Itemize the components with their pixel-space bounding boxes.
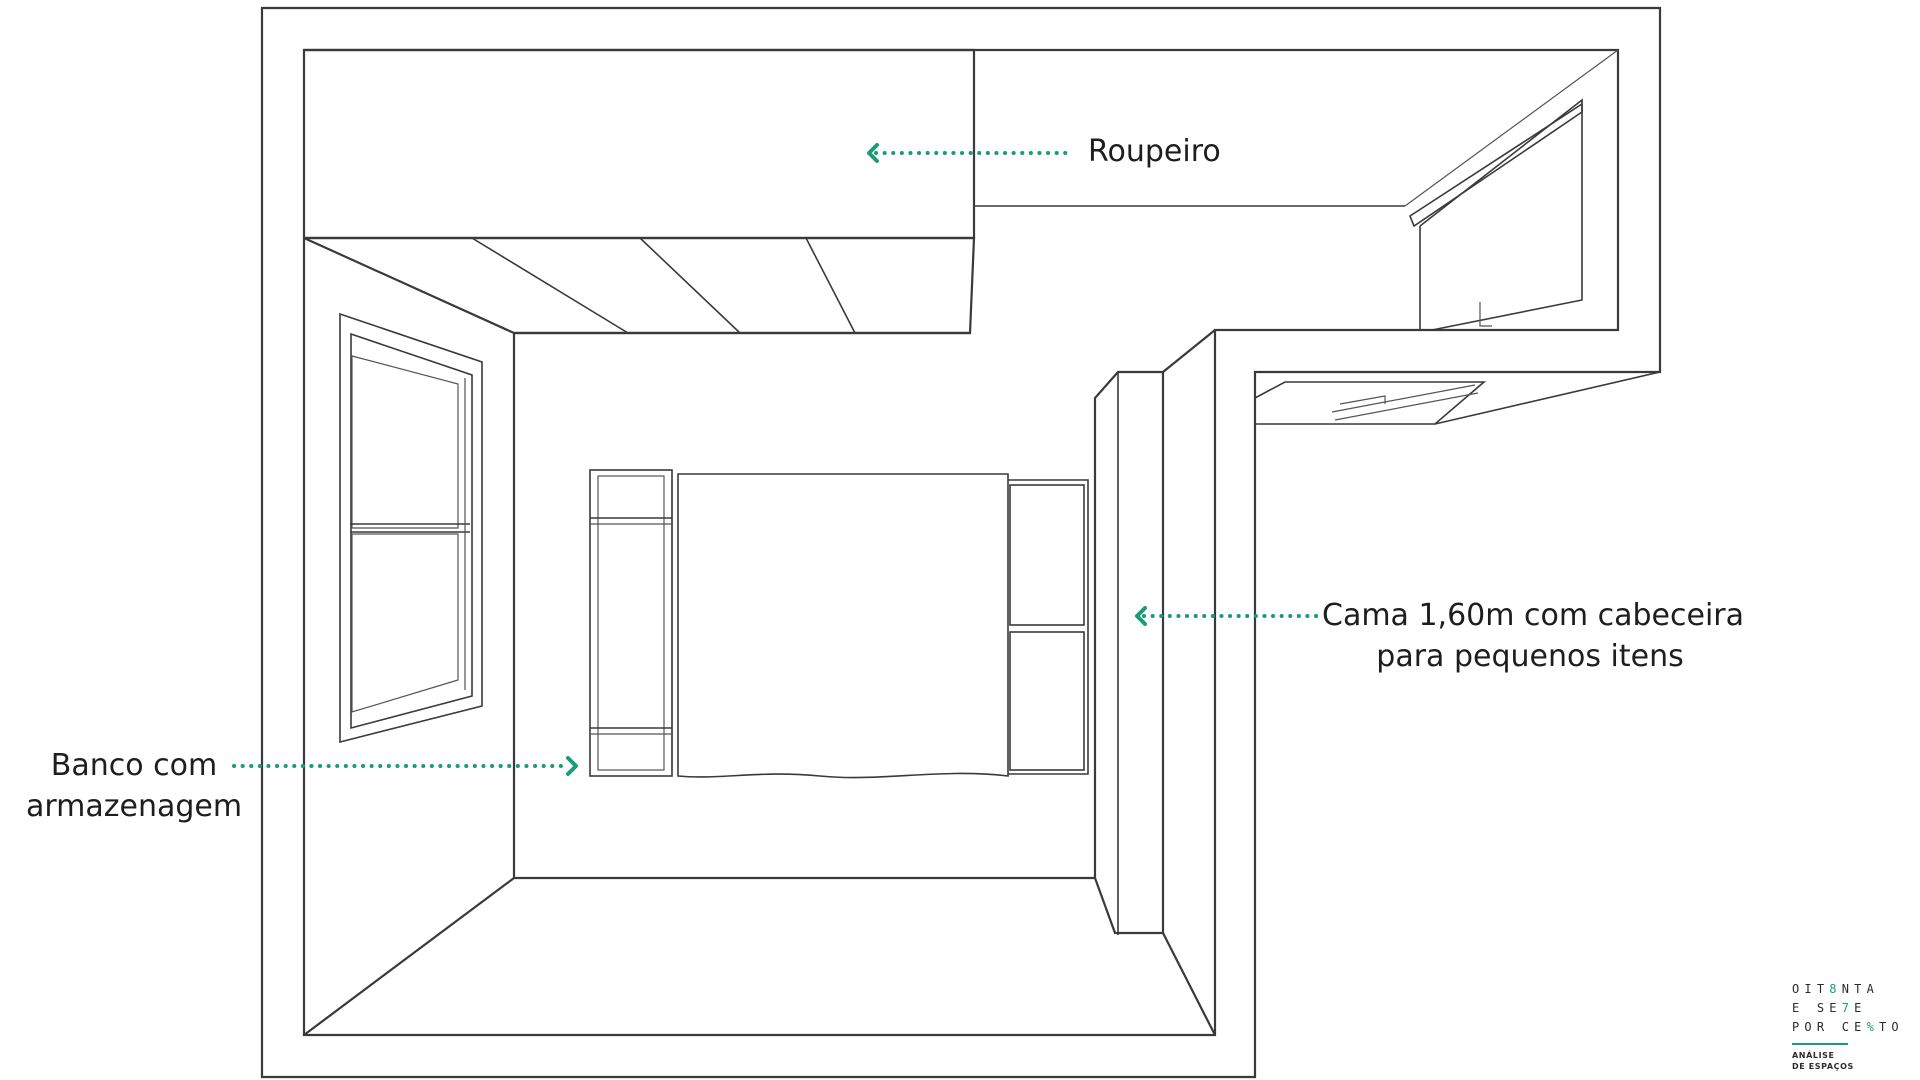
door-edge xyxy=(1404,49,1619,207)
outer-wall-outline xyxy=(260,6,1662,1079)
window-outer-frame xyxy=(339,312,483,744)
logo-row-3-accent: % xyxy=(1866,1020,1879,1034)
door-handle xyxy=(1479,302,1492,327)
logo-subtitle-1: ANÁLISE xyxy=(1792,1051,1835,1060)
window xyxy=(339,312,483,744)
window-sash-bottom xyxy=(351,533,459,713)
perspective-line-se xyxy=(1162,932,1216,1036)
logo-row-2-a: E SE xyxy=(1792,1001,1842,1015)
bench-top xyxy=(597,475,665,771)
headboard xyxy=(1008,479,1089,775)
bed-label-line-2: para pequenos itens xyxy=(1376,639,1684,674)
bed-pointer-head xyxy=(1135,606,1147,626)
logo-row-3: POR CE%TO xyxy=(1792,1018,1912,1037)
logo-row-2: E SE7E xyxy=(1792,999,1912,1018)
wardrobe-front xyxy=(304,236,976,335)
bench-label: Banco com armazenagem xyxy=(22,745,246,827)
logo-row-1-a: OIT xyxy=(1792,982,1830,996)
logo-divider xyxy=(1792,1043,1848,1045)
annotation-arrows xyxy=(232,143,1322,776)
logo-subtitle-2: DE ESPAÇOS xyxy=(1792,1062,1854,1071)
bed-label-line-1: Cama 1,60m com cabeceira xyxy=(1322,598,1745,633)
brand-logo: OIT8NTA E SE7E POR CE%TO ANÁLISE DE ESPA… xyxy=(1792,980,1912,1072)
bench-pointer-head xyxy=(566,756,578,776)
perspective-line-nw xyxy=(303,236,515,335)
partition-wall xyxy=(1094,372,1119,935)
entrance-niche xyxy=(1254,371,1661,425)
door-frame xyxy=(1409,102,1583,228)
logo-row-2-b: E xyxy=(1854,1001,1867,1015)
bed xyxy=(671,473,1089,779)
wardrobe-top xyxy=(304,48,976,240)
logo-row-1: OIT8NTA xyxy=(1792,980,1912,999)
wardrobe-door-line-2 xyxy=(639,237,741,334)
pillow-top xyxy=(1009,484,1085,626)
bed-mattress xyxy=(677,473,1009,779)
logo-row-3-b: TO xyxy=(1879,1020,1904,1034)
niche-threshold xyxy=(1331,384,1479,421)
bench-label-line-1: Banco com xyxy=(50,748,218,783)
logo-row-1-b: NTA xyxy=(1841,982,1879,996)
window-sash-top xyxy=(351,355,459,529)
wall-corner-notch xyxy=(1162,329,1216,373)
storage-bench xyxy=(589,469,673,777)
wardrobe-label: Roupeiro xyxy=(1088,131,1221,172)
bench-body xyxy=(589,469,673,777)
window-inner-frame xyxy=(350,332,473,730)
logo-row-2-accent: 7 xyxy=(1841,1001,1855,1015)
door-panel xyxy=(1419,98,1583,331)
door xyxy=(1404,49,1619,331)
logo-row-3-a: POR CE xyxy=(1792,1020,1867,1034)
wardrobe-door-line-3 xyxy=(805,237,856,334)
niche-outline xyxy=(1254,381,1487,425)
floor-area xyxy=(512,331,1165,935)
wardrobe-pointer-head xyxy=(867,143,879,163)
perspective-line-sw xyxy=(303,877,515,1036)
logo-row-1-accent: 8 xyxy=(1829,982,1842,996)
pillow-bottom xyxy=(1009,631,1085,771)
wardrobe-door-line-1 xyxy=(471,237,629,334)
niche-edge xyxy=(1434,371,1661,425)
bed-label: Cama 1,60m com cabeceira para pequenos i… xyxy=(1322,595,1745,677)
bench-label-line-2: armazenagem xyxy=(25,789,243,824)
wardrobe-label-text: Roupeiro xyxy=(1088,134,1221,169)
wardrobe xyxy=(304,48,1405,335)
